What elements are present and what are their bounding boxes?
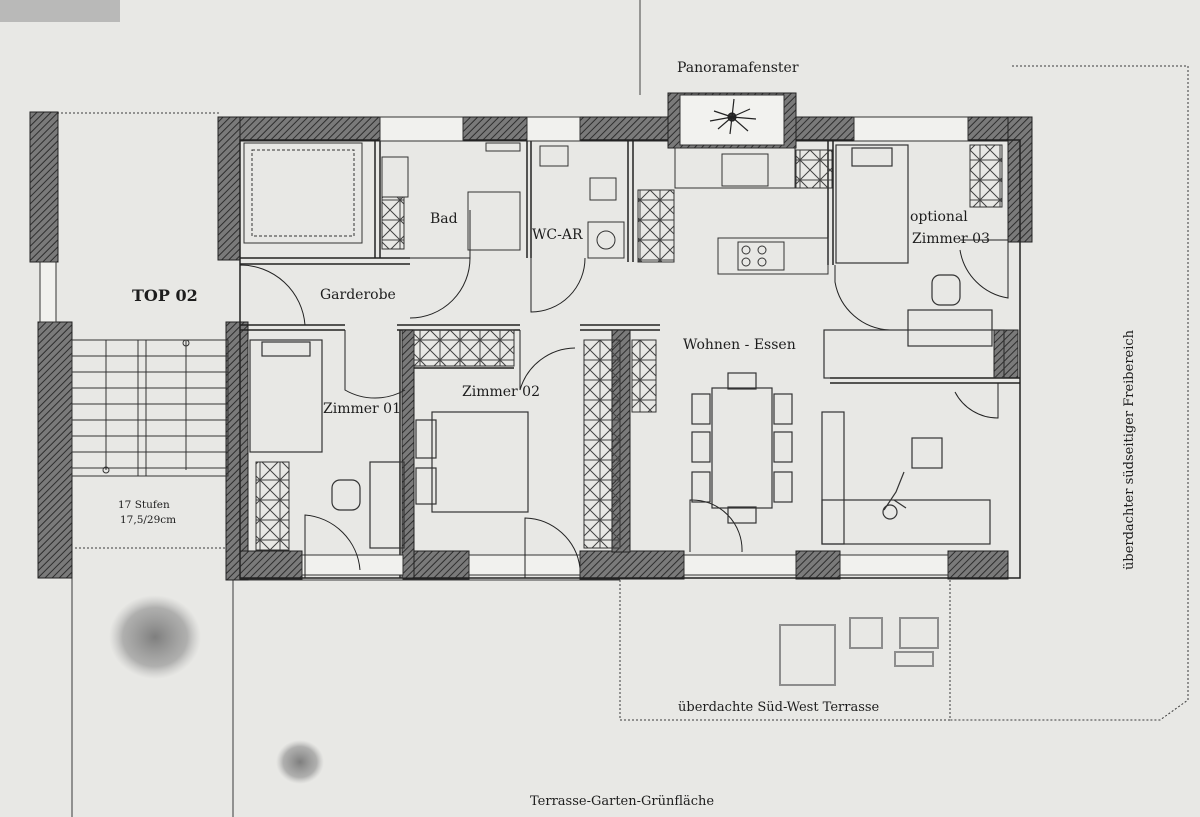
tree-icon — [109, 595, 201, 679]
room2-label: Zimmer 02 — [462, 384, 540, 400]
stairs-count-label: 17 Stufen — [118, 499, 170, 511]
kitchen — [674, 147, 829, 275]
bush-icon — [276, 740, 324, 784]
covered-terrace-label: überdachte Süd-West Terrasse — [678, 700, 880, 715]
room1-label: Zimmer 01 — [323, 401, 401, 417]
sanitary-fixtures — [243, 142, 625, 259]
panorama-window-label: Panoramafenster — [677, 60, 799, 76]
covered-area-side-label: überdachter südseitiger Freibereich — [1122, 329, 1137, 570]
doors — [239, 210, 1009, 578]
optional-label: optional — [910, 209, 968, 225]
terrace-furniture — [779, 617, 939, 686]
garden-boundary-lines — [71, 548, 620, 817]
cabinets — [255, 144, 1003, 551]
windows — [39, 116, 969, 576]
room3-label: Zimmer 03 — [912, 231, 990, 247]
cloakroom-label: Garderobe — [320, 287, 396, 303]
garden-label: Terrasse-Garten-Grünfläche — [530, 794, 715, 809]
stairs-size-label: 17,5/29cm — [120, 514, 177, 526]
dining-table — [691, 372, 793, 524]
plant-icon — [709, 98, 757, 135]
wc-label: WC-AR — [532, 227, 583, 243]
staircase — [71, 339, 229, 477]
bath-label: Bad — [430, 211, 458, 227]
living-dining-label: Wohnen - Essen — [683, 337, 796, 353]
living-furniture — [821, 309, 1005, 545]
panorama-window — [667, 92, 797, 149]
wall-room1-room2 — [401, 329, 415, 579]
outer-walls — [29, 111, 1033, 581]
bedroom-furniture — [249, 144, 961, 549]
unit-label: TOP 02 — [132, 286, 198, 305]
dotted-outlines — [45, 65, 1189, 721]
scan-smudge — [0, 0, 120, 22]
